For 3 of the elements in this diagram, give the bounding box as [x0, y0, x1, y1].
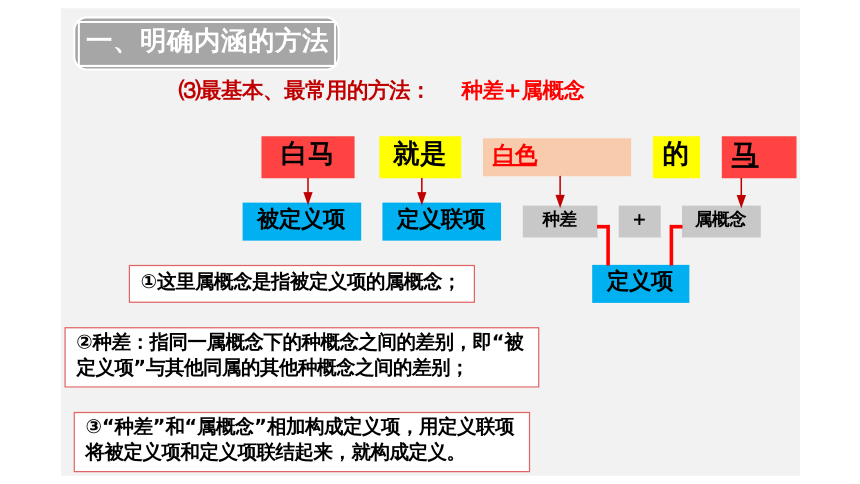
label: ⑶最基本、最常用的方法： — [178, 78, 430, 104]
label: 种差+属概念 — [461, 78, 584, 104]
diagram-title: 一、明确内涵的方法 — [86, 25, 329, 56]
